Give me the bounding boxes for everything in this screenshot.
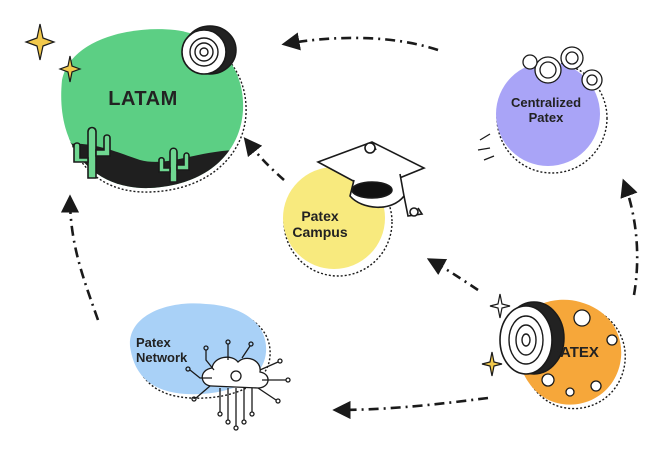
centralized-blob xyxy=(496,62,600,166)
cloud-circuit-icon xyxy=(185,339,291,431)
patex-label: PATEX xyxy=(551,344,599,361)
campus-label: Patex Campus xyxy=(292,208,348,241)
campus-node xyxy=(283,141,426,277)
coin-icon xyxy=(499,301,565,375)
network-node xyxy=(129,303,291,431)
latam-node xyxy=(24,23,247,193)
cactus-icon xyxy=(73,126,190,183)
centralized-label: Centralized Patex xyxy=(510,95,582,125)
centralized-node xyxy=(477,46,608,174)
arrow-patex-to-campus xyxy=(426,258,479,292)
sparkle-icon xyxy=(489,293,511,319)
patex-node xyxy=(481,293,626,410)
sparkle-icon xyxy=(481,351,503,377)
graduation-cap-icon xyxy=(316,141,426,217)
arrow-patex-to-network xyxy=(332,396,489,420)
spark-lines-icon xyxy=(477,133,495,161)
bubble-icon xyxy=(541,309,618,397)
coin-icon xyxy=(181,25,237,75)
arrow-network-to-latam xyxy=(60,194,100,321)
sparkle-icon xyxy=(24,23,82,83)
arrow-patex-to-centralized xyxy=(620,178,639,296)
network-label: Patex Network xyxy=(136,335,188,365)
coins-icon xyxy=(522,46,603,91)
arrow-centralized-to-latam xyxy=(281,32,439,52)
arrow-campus-to-latam xyxy=(243,137,285,181)
latam-label: LATAM xyxy=(108,88,178,110)
